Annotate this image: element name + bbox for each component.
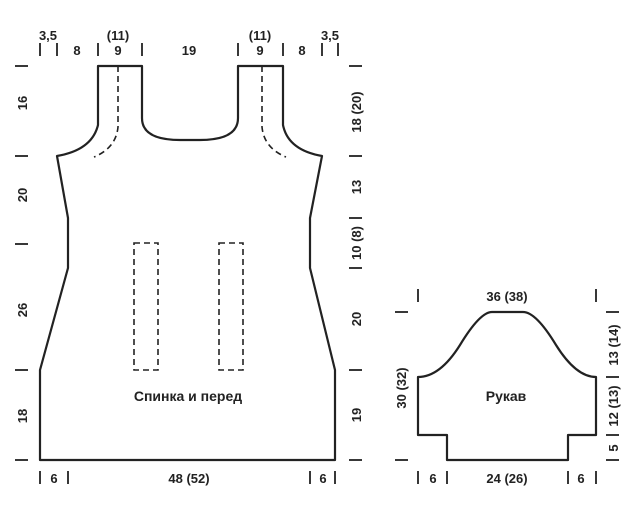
dim-sleeve-bottom-left-6: 6	[429, 471, 436, 486]
dim-sleeve-right-cuff: 5	[606, 444, 621, 451]
sleeve-top-dimensions: 36 (38)	[417, 289, 597, 304]
dim-top-right-8: 8	[298, 43, 305, 58]
dim-sleeve-right-middle: 12 (13)	[606, 385, 621, 426]
dim-sleeve-left: 30 (32)	[394, 367, 409, 408]
dim-top-left-11: (11)	[107, 28, 129, 43]
dim-sleeve-right-cap: 13 (14)	[606, 324, 621, 365]
dim-right-20: 20	[349, 312, 364, 326]
pocket-right	[218, 242, 244, 371]
body-top-dimensions: 3,5 8 (11) 9 19 (11) 9 8 3,5	[39, 28, 339, 58]
sleeve-right-dimensions: 13 (14) 12 (13) 5	[606, 311, 621, 461]
dim-sleeve-bottom-width: 24 (26)	[486, 471, 527, 486]
dim-right-19: 19	[349, 408, 364, 422]
dim-top-right-9: 9	[256, 43, 263, 58]
sleeve-outline	[416, 310, 598, 462]
dim-top-left-9: 9	[114, 43, 121, 58]
dim-left-20: 20	[15, 188, 30, 202]
dim-top-right-11: (11)	[249, 28, 271, 43]
dim-top-left-8: 8	[73, 43, 80, 58]
sleeve-piece-label: Рукав	[486, 388, 527, 404]
dim-top-right-3-5: 3,5	[321, 28, 339, 43]
dim-left-16: 16	[15, 96, 30, 110]
dim-sleeve-top: 36 (38)	[486, 289, 527, 304]
dim-bottom-width: 48 (52)	[168, 471, 209, 486]
back-armhole-left-line	[93, 66, 119, 158]
body-piece-label: Спинка и перед	[134, 388, 242, 404]
dim-bottom-left-6: 6	[50, 471, 57, 486]
body-piece: Спинка и перед	[38, 64, 337, 462]
body-outline	[38, 64, 337, 462]
back-armhole-right-line	[261, 66, 287, 158]
dim-bottom-right-6: 6	[319, 471, 326, 486]
body-left-dimensions: 16 20 26 18	[15, 65, 30, 461]
dim-right-18-20: 18 (20)	[349, 91, 364, 132]
dim-top-left-3-5: 3,5	[39, 28, 57, 43]
sleeve-piece: Рукав	[416, 310, 598, 462]
sleeve-bottom-dimensions: 6 24 (26) 6	[417, 471, 597, 486]
dim-right-10-8: 10 (8)	[349, 226, 364, 260]
pocket-left	[133, 242, 159, 371]
dim-right-13: 13	[349, 180, 364, 194]
dim-top-neck-19: 19	[182, 43, 196, 58]
sleeve-left-dimensions: 30 (32)	[394, 311, 409, 461]
body-bottom-dimensions: 6 48 (52) 6	[39, 471, 336, 486]
body-right-dimensions: 18 (20) 13 10 (8) 20 19	[349, 65, 364, 461]
dim-sleeve-bottom-right-6: 6	[577, 471, 584, 486]
dim-left-26: 26	[15, 303, 30, 317]
dim-left-18: 18	[15, 409, 30, 423]
